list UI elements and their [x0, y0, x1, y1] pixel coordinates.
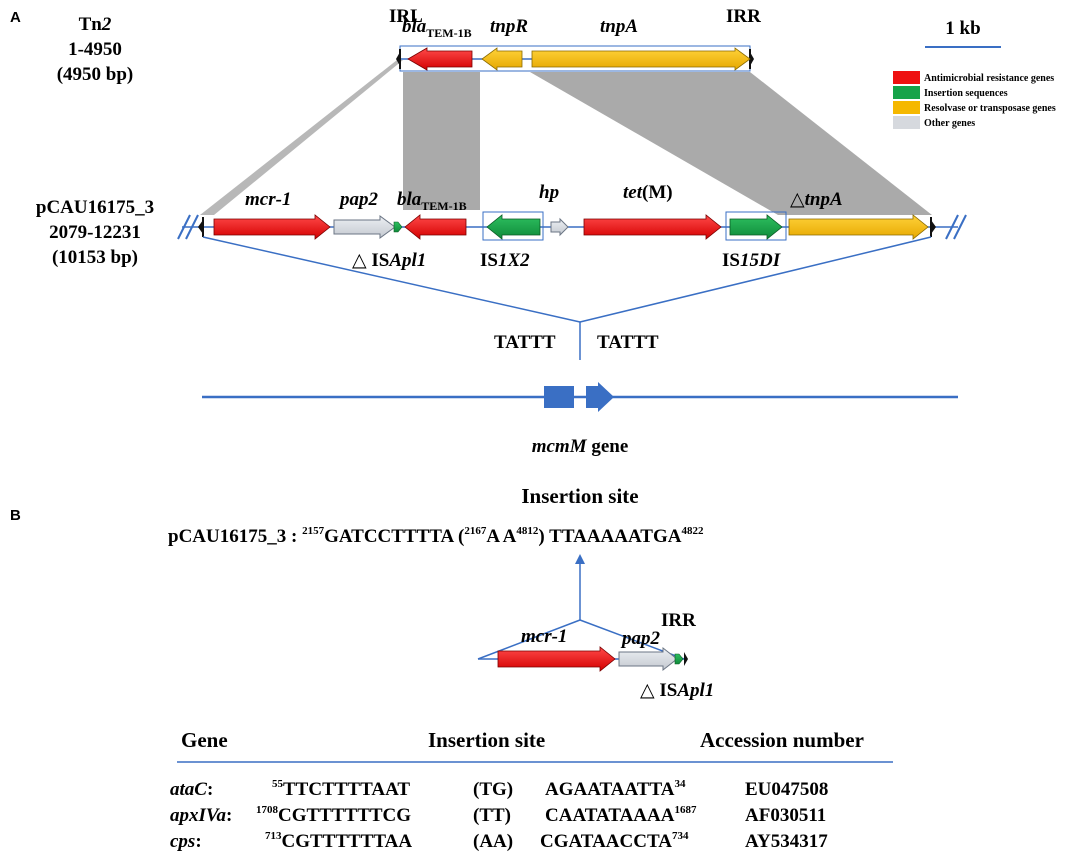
legend-label-insertion: Insertion sequences: [924, 88, 1008, 99]
table-cell-accession: EU047508: [745, 779, 828, 800]
b-irr-marker: [684, 652, 688, 666]
mcr1-label: mcr-1: [245, 189, 291, 210]
mcmm-right-arrow: [586, 382, 614, 412]
hp-label: hp: [539, 182, 559, 203]
legend: Antimicrobial resistance genes Insertion…: [893, 71, 1056, 129]
is1x2-box: [482, 211, 544, 241]
legend-swatch-insertion: [893, 86, 920, 99]
plasmid-break-right-2: [953, 214, 967, 240]
insertion-sequence: pCAU16175_3 : 2157GATCCTTTTA (2167A A481…: [168, 525, 704, 547]
tn2-irr-label: IRR: [726, 6, 761, 27]
plasmid-bla-arrow: [404, 214, 467, 240]
tn2-range: 1-4950: [68, 39, 122, 60]
insertion-site-title: Insertion site: [521, 484, 638, 508]
legend-swatch-other: [893, 116, 920, 129]
pap2-label: pap2: [338, 189, 379, 210]
table-cell-mid: (AA): [473, 831, 513, 852]
insertion-line-left: [202, 236, 581, 323]
b-isapl1-arrow: [674, 653, 684, 665]
tn2-irl-label: IRL: [389, 6, 423, 27]
plasmid-bla-label: blaTEM-1B: [397, 189, 467, 213]
table-cell-mid: (TG): [473, 779, 513, 800]
table-header-accession: Accession number: [700, 728, 864, 752]
b-mcr1-arrow: [497, 646, 616, 672]
table-row: ataC: 55TTCTTTTAAT (TG) AGAATAATTA34 EU0…: [170, 778, 828, 800]
table-cell-gene: cps:: [170, 831, 202, 852]
plasmid-name: pCAU16175_3: [36, 197, 154, 218]
tn2-bla-label: blaTEM-1B: [402, 16, 472, 40]
table-cell-accession: AY534317: [745, 831, 828, 852]
pap2-arrow: [333, 215, 396, 239]
table-cell-gene: apxIVa:: [170, 805, 232, 826]
b-irr-label: IRR: [661, 610, 696, 631]
insert-line-left: [477, 619, 581, 660]
is15di-arrow: [729, 214, 783, 240]
mcmm-left-block: [544, 386, 574, 408]
table-cell-right: CAATATAAAA1687: [545, 804, 697, 826]
isapl1-label: △ ISApl1: [352, 250, 426, 271]
table-row: apxIVa: 1708CGTTTTTTCG (TT) CAATATAAAA16…: [170, 804, 826, 826]
isapl1-arrow: [393, 221, 403, 233]
table-cell-accession: AF030511: [745, 805, 826, 826]
table-cell-left: 55TTCTTTTAAT: [272, 778, 410, 800]
plasmid-range: 2079-12231: [49, 222, 141, 243]
insertion-line-right: [579, 236, 932, 323]
tn2-bla-arrow: [407, 47, 473, 71]
is15di-box: [725, 211, 787, 241]
legend-swatch-resistance: [893, 71, 920, 84]
table-cell-mid: (TT): [473, 805, 511, 826]
delta-tnpa-label: △tnpA: [790, 189, 843, 210]
table-cell-gene: ataC:: [170, 779, 213, 800]
homology-band-tnpa: [530, 72, 932, 215]
b-pap2-label: pap2: [620, 628, 661, 649]
tn2-length: (4950 bp): [57, 64, 134, 85]
table-cell-right: CGATAACCTA734: [540, 830, 689, 852]
legend-label-other: Other genes: [924, 118, 975, 129]
tn2-tnpr-arrow: [481, 47, 523, 71]
tn2-tnpr-label: tnpR: [490, 16, 528, 37]
legend-label-resistance: Antimicrobial resistance genes: [924, 73, 1054, 84]
panel-b-label: B: [10, 507, 21, 524]
plasmid-break-right-1: [945, 214, 959, 240]
b-pap2-arrow: [618, 646, 678, 672]
table-header-gene: Gene: [181, 728, 228, 752]
tn2-tnpa-arrow: [531, 47, 751, 71]
is15di-label: IS15DI: [722, 250, 781, 271]
plasmid-irr-marker: [931, 220, 936, 234]
plasmid-break-left-2: [185, 214, 199, 240]
is1x2-arrow: [486, 214, 541, 240]
tet-label: tet(M): [623, 182, 673, 203]
table-cell-right: AGAATAATTA34: [545, 778, 686, 800]
tn2-name: Tn2: [79, 14, 112, 35]
mcr1-arrow: [213, 214, 331, 240]
table-row: cps: 713CGTTTTTTAA (AA) CGATAACCTA734 AY…: [170, 830, 828, 852]
mcmm-gene-label: mcmM gene: [532, 436, 629, 457]
duplication-left: TATTT: [494, 332, 556, 353]
duplication-right: TATTT: [597, 332, 659, 353]
b-isapl1-label: △ ISApl1: [640, 680, 714, 701]
hp-arrow: [550, 217, 569, 237]
tn2-tnpa-label: tnpA: [600, 16, 638, 37]
plasmid-break-left-1: [177, 214, 191, 240]
b-mcr1-label: mcr-1: [521, 626, 567, 647]
panel-a-label: A: [10, 9, 21, 26]
delta-tnpa-arrow: [788, 214, 929, 240]
homology-band-bla: [403, 72, 480, 210]
table-header-insertion-site: Insertion site: [428, 728, 545, 752]
insert-arrow-head: [575, 554, 585, 564]
homology-band-irl: [200, 60, 403, 215]
plasmid-irl-marker: [198, 220, 203, 234]
table-cell-left: 1708CGTTTTTTCG: [256, 804, 411, 826]
is1x2-label: IS1X2: [480, 250, 530, 271]
scale-bar-label: 1 kb: [945, 18, 980, 39]
table-cell-left: 713CGTTTTTTAA: [265, 830, 412, 852]
tet-arrow: [583, 214, 722, 240]
legend-swatch-transposase: [893, 101, 920, 114]
legend-label-transposase: Resolvase or transposase genes: [924, 103, 1056, 114]
plasmid-length: (10153 bp): [52, 247, 138, 268]
